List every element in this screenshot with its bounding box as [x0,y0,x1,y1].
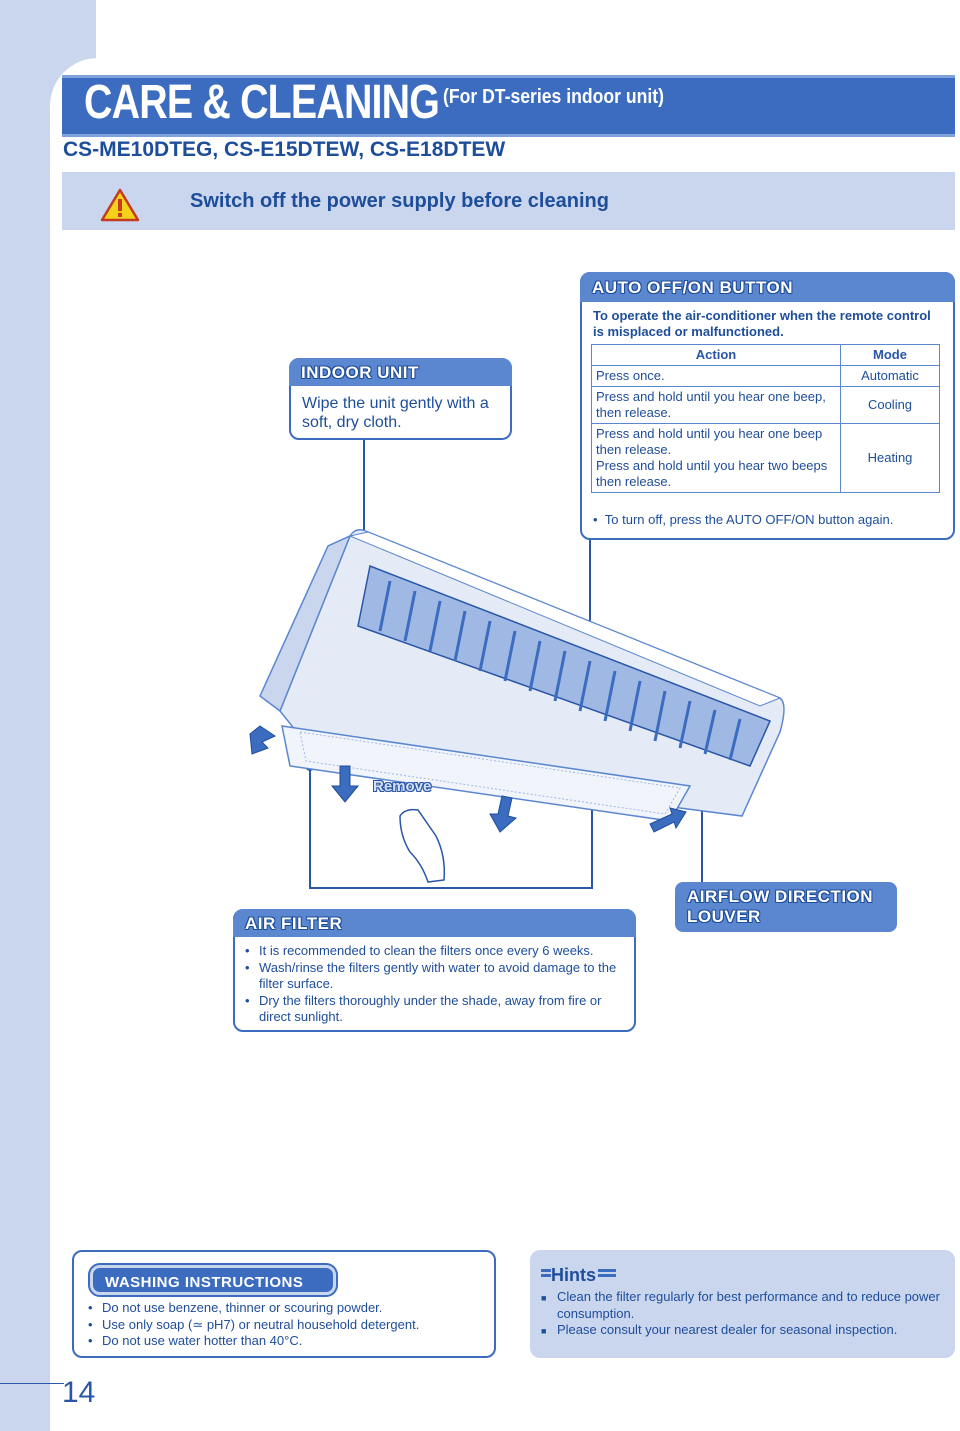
action-cell: Press and hold until you hear one beep, … [591,386,841,424]
auto-button-intro: To operate the air-conditioner when the … [593,308,931,339]
indoor-unit-heading: INDOOR UNIT [289,358,512,386]
action-cell: Press once. [591,365,841,387]
page-title: CARE & CLEANING [84,76,440,129]
list-item: Use only soap (≃ pH7) or neutral househo… [88,1317,488,1334]
hints-decor-icon [541,1269,551,1277]
indoor-unit-illustration [249,440,785,889]
table-row: Press once. Automatic [591,365,940,387]
mode-cell: Cooling [840,386,940,424]
title-bar [62,75,955,137]
mode-cell: Heating [840,423,940,493]
warning-banner [62,172,955,230]
louver-heading: AIRFLOW DIRECTION LOUVER [675,882,897,932]
action-cell: Press and hold until you hear one beep t… [591,423,841,493]
page-number: 14 [62,1376,96,1409]
washing-instructions-heading: WASHING INSTRUCTIONS [88,1263,338,1297]
hints-decor-icon [598,1269,616,1277]
list-item: Please consult your nearest dealer for s… [541,1322,946,1339]
warning-text: Switch off the power supply before clean… [190,190,609,212]
column-header-mode: Mode [840,344,940,366]
action-line: Press and hold until you hear one beep t… [596,426,823,457]
model-numbers: CS-ME10DTEG, CS-E15DTEW, CS-E18DTEW [63,138,506,161]
page-number-rule [0,1383,64,1384]
mode-cell: Automatic [840,365,940,387]
action-line: Press and hold until you hear two beeps … [596,458,828,489]
list-item: It is recommended to clean the filters o… [245,943,625,960]
hints-heading-text: Hints [551,1265,596,1285]
hints-list: Clean the filter regularly for best perf… [541,1289,946,1339]
list-item: Do not use benzene, thinner or scouring … [88,1300,488,1317]
washing-instructions-list: Do not use benzene, thinner or scouring … [88,1300,488,1350]
remove-label: Remove [373,778,432,795]
auto-button-note-text: To turn off, press the AUTO OFF/ON butto… [604,512,894,527]
table-header-row: Action Mode [591,344,940,366]
table-row: Press and hold until you hear one beep, … [591,386,940,424]
auto-button-table: Action Mode Press once. Automatic Press … [591,344,940,493]
air-filter-heading: AIR FILTER [233,909,636,937]
table-row: Press and hold until you hear one beep t… [591,423,940,493]
hints-heading: Hints [541,1265,616,1286]
auto-button-note: • To turn off, press the AUTO OFF/ON but… [593,512,894,527]
air-filter-list: It is recommended to clean the filters o… [245,943,625,1026]
list-item: Do not use water hotter than 40°C. [88,1333,488,1350]
list-item: Clean the filter regularly for best perf… [541,1289,946,1322]
warning-triangle-icon [100,188,140,222]
indoor-unit-text: Wipe the unit gently with a soft, dry cl… [302,395,489,431]
list-item: Wash/rinse the filters gently with water… [245,960,625,993]
list-item: Dry the filters thoroughly under the sha… [245,993,625,1026]
column-header-action: Action [591,344,841,366]
auto-button-heading: AUTO OFF/ON BUTTON [580,272,955,302]
page-subtitle: (For DT-series indoor unit) [443,86,664,108]
